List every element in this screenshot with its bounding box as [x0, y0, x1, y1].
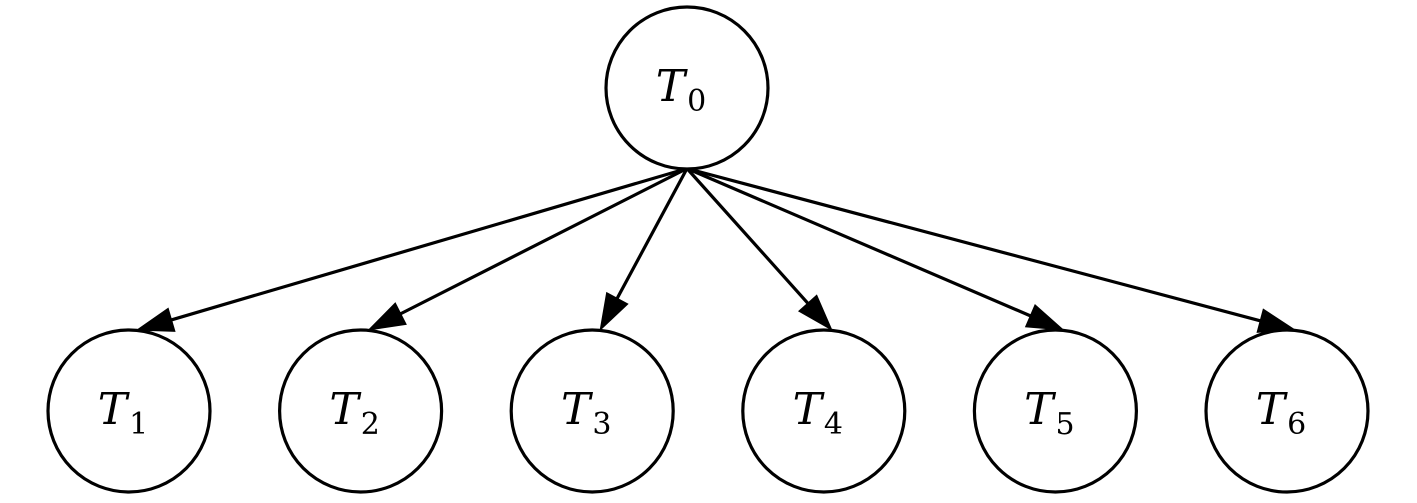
- edge-T0-T1: [169, 166, 688, 322]
- node-label-letter: T: [793, 384, 826, 435]
- node-label-subscript: 4: [824, 407, 843, 442]
- arrowhead-T5: [1024, 303, 1065, 331]
- node-T6: T6: [1204, 328, 1370, 494]
- node-label-letter: T: [329, 384, 362, 435]
- node-label-letter: T: [561, 384, 594, 435]
- node-T1: T1: [46, 328, 212, 494]
- node-T0: T0: [604, 5, 770, 171]
- node-circle-T3: [509, 328, 675, 494]
- node-label-subscript: 2: [361, 407, 380, 442]
- node-label-subscript: 6: [1287, 407, 1306, 442]
- node-circle-T0: [604, 5, 770, 171]
- node-circle-T2: [278, 328, 444, 494]
- node-label-subscript: 5: [1056, 407, 1075, 442]
- arrowhead-T4: [797, 294, 833, 332]
- node-label-T2: T2: [329, 384, 379, 442]
- node-label-T0: T0: [656, 61, 706, 119]
- node-label-T5: T5: [1024, 384, 1074, 442]
- edge-T0-T3: [614, 167, 689, 301]
- edge-T0-T6: [686, 166, 1263, 323]
- edge-T0-T2: [398, 167, 688, 317]
- edges-group: [135, 166, 1297, 333]
- node-label-subscript: 1: [129, 407, 148, 442]
- edge-T0-T5: [686, 167, 1033, 319]
- edge-T0-T4: [685, 167, 811, 306]
- node-T2: T2: [278, 328, 444, 494]
- node-label-letter: T: [1256, 384, 1289, 435]
- node-label-letter: T: [1024, 384, 1057, 435]
- node-T5: T5: [972, 328, 1139, 494]
- node-circle-T5: [972, 328, 1139, 494]
- node-label-subscript: 3: [592, 407, 611, 442]
- node-label-letter: T: [656, 61, 689, 112]
- node-T4: T4: [741, 328, 907, 494]
- node-label-letter: T: [98, 384, 131, 435]
- node-label-T6: T6: [1256, 384, 1306, 442]
- node-circle-T1: [46, 328, 212, 494]
- node-T3: T3: [509, 328, 675, 494]
- node-circle-T6: [1204, 328, 1370, 494]
- node-label-T3: T3: [561, 384, 611, 442]
- node-label-subscript: 0: [687, 84, 706, 119]
- node-circle-T4: [741, 328, 907, 494]
- node-label-T4: T4: [793, 384, 843, 442]
- node-label-T1: T1: [98, 384, 148, 442]
- arrowhead-T1: [135, 307, 176, 332]
- arrowhead-T2: [367, 302, 407, 331]
- arrowhead-T3: [599, 291, 629, 332]
